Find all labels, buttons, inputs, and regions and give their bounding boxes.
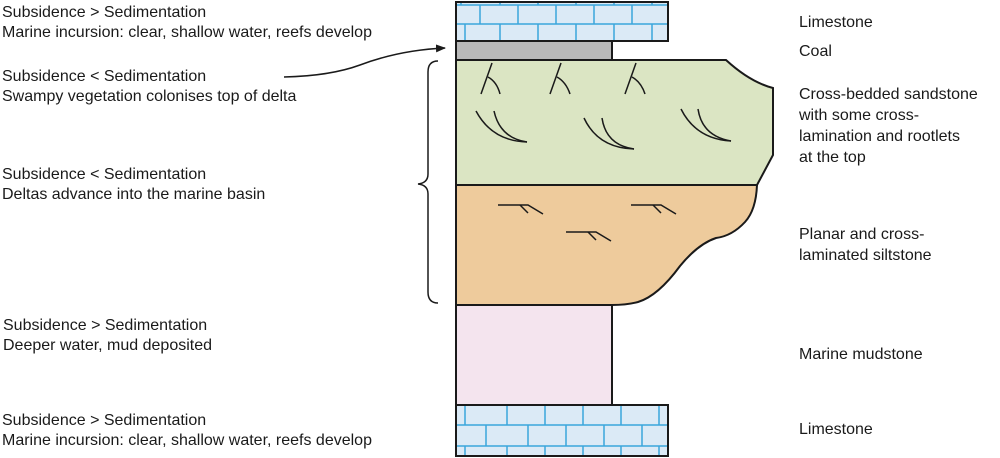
layer-label-line: at the top [799, 149, 866, 166]
rootlet-symbols [480, 62, 646, 95]
coal-layer [455, 40, 613, 61]
annotation-3: Subsidence < Sedimentation Deltas advanc… [2, 165, 265, 205]
layer-label-line: Cross-bedded sandstone [799, 86, 978, 103]
annotation-5-line2: Marine incursion: clear, shallow water, … [2, 432, 372, 449]
cross-bedding-symbols [475, 108, 732, 150]
layer-label-line: Marine mudstone [799, 346, 923, 363]
layer-label-line: laminated siltstone [799, 247, 932, 264]
layer-label-line: Planar and cross- [799, 226, 925, 243]
arrow-to-coal [283, 44, 446, 78]
layer-label-line: Limestone [799, 14, 873, 31]
sandstone-layer [455, 59, 774, 186]
layer-label-sandstone: Cross-bedded sandstone with some cross- … [799, 84, 978, 168]
annotation-3-line1: Subsidence < Sedimentation [2, 166, 207, 183]
curly-brace [417, 60, 439, 304]
brick-pattern-bottom [456, 405, 668, 456]
annotation-1: Subsidence > Sedimentation Marine incurs… [2, 3, 372, 43]
annotation-4-line2: Deeper water, mud deposited [3, 337, 213, 354]
annotation-2: Subsidence < Sedimentation Swampy vegeta… [2, 67, 296, 107]
annotation-1-line2: Marine incursion: clear, shallow water, … [2, 24, 372, 41]
annotation-4-line1: Subsidence > Sedimentation [3, 317, 208, 334]
annotation-5-line1: Subsidence > Sedimentation [2, 412, 207, 429]
annotation-4: Subsidence > Sedimentation Deeper water,… [3, 316, 212, 356]
layer-label-coal: Coal [799, 41, 832, 62]
layer-label-mudstone: Marine mudstone [799, 344, 923, 365]
brick-pattern-top [456, 2, 668, 41]
layer-label-line: lamination and rootlets [799, 128, 960, 145]
annotation-2-line1: Subsidence < Sedimentation [2, 68, 207, 85]
limestone-top-layer [455, 1, 669, 42]
mudstone-layer [455, 304, 613, 406]
annotation-5: Subsidence > Sedimentation Marine incurs… [2, 411, 372, 451]
layer-label-limestone-top: Limestone [799, 12, 873, 33]
layer-label-limestone-bottom: Limestone [799, 419, 873, 440]
layer-label-line: Coal [799, 43, 832, 60]
layer-label-siltstone: Planar and cross- laminated siltstone [799, 224, 932, 266]
annotation-3-line2: Deltas advance into the marine basin [2, 186, 266, 203]
layer-label-line: with some cross- [799, 107, 920, 124]
annotation-2-line2: Swampy vegetation colonises top of delta [2, 88, 297, 105]
siltstone-layer [455, 184, 759, 306]
annotation-1-line1: Subsidence > Sedimentation [2, 4, 207, 21]
cross-lamination-symbols [498, 204, 677, 242]
limestone-bottom-layer [455, 404, 669, 457]
layer-label-line: Limestone [799, 421, 873, 438]
